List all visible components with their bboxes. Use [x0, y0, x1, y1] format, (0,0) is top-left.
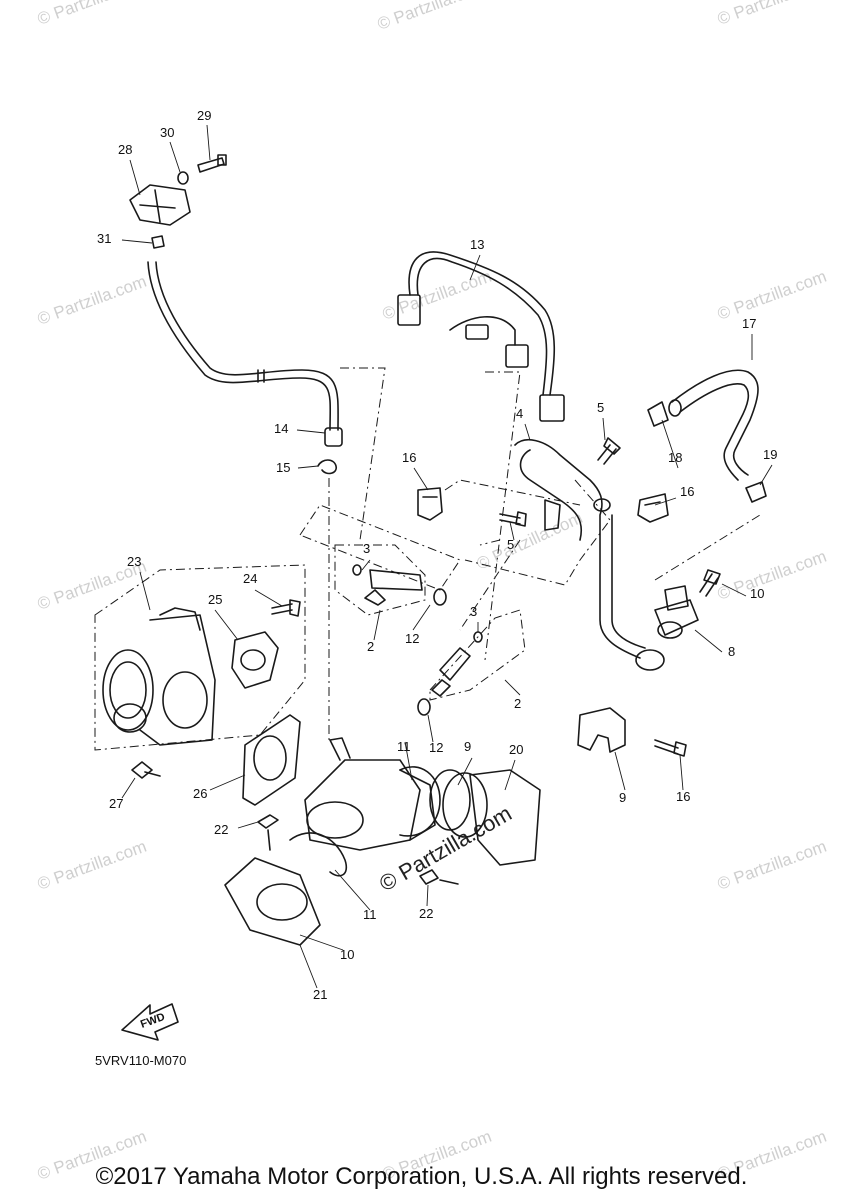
hose-clamp-part [647, 401, 669, 427]
callout-31: 31 [97, 231, 111, 246]
hose-part [668, 369, 759, 481]
hose-part [399, 766, 441, 837]
bracket-part [577, 707, 626, 753]
joint-part [224, 857, 321, 946]
gasket-part [469, 769, 541, 866]
callout-18: 17 [742, 316, 756, 331]
callout-30: 30 [160, 125, 174, 140]
bolt-part [257, 814, 279, 851]
callout-20: 20 [509, 742, 523, 757]
watermark: © Partzilla.com [474, 508, 586, 574]
callout-15: 15 [276, 460, 290, 475]
watermark: © Partzilla.com [35, 837, 149, 894]
watermark: © Partzilla.com [380, 267, 494, 324]
bolt-part [499, 511, 527, 527]
callout-28: 28 [118, 142, 132, 157]
callout-5: 5 [507, 537, 514, 552]
fwd-arrow-icon: FWD [121, 1003, 179, 1041]
sensor-port [240, 649, 266, 671]
callout-12: 12 [405, 631, 419, 646]
callout-leaders [121, 124, 773, 989]
watermark: © Partzilla.com [715, 267, 829, 324]
callout-7: 9 [619, 790, 626, 805]
bolt-part [654, 739, 687, 757]
clamp-part [417, 487, 443, 521]
injector-part [352, 564, 447, 606]
callout-2: 2 [514, 696, 521, 711]
callout-29: 29 [197, 108, 211, 123]
callout-25: 25 [208, 592, 222, 607]
throttle-body-part [102, 607, 216, 746]
callout-5: 5 [597, 400, 604, 415]
callout-2: 2 [367, 639, 374, 654]
callout-22: 22 [419, 906, 433, 921]
wire-harness-part [397, 251, 565, 422]
callout-27: 27 [109, 796, 123, 811]
watermark: © Partzilla.com [715, 837, 829, 894]
bolt-part [131, 761, 161, 779]
callout-22: 22 [214, 822, 228, 837]
callout-17: 16 [676, 789, 690, 804]
callout-3: 3 [470, 604, 477, 619]
hose-clamp-part [745, 481, 767, 503]
throttle-body-main-part [304, 737, 436, 851]
watermark: © Partzilla.com [375, 0, 489, 34]
fuel-pipe-part [514, 439, 665, 671]
clamp-part [637, 493, 669, 523]
callout-19: 19 [763, 447, 777, 462]
callout-16: 16 [402, 450, 416, 465]
callout-19: 18 [668, 450, 682, 465]
bolt-part [597, 437, 621, 465]
callout-8: 10 [750, 586, 764, 601]
clip-part [317, 459, 337, 475]
copyright-notice: ©2017 Yamaha Motor Corporation, U.S.A. A… [95, 1163, 748, 1190]
fwd-label: FWD [139, 1011, 167, 1031]
callout-6: 8 [728, 644, 735, 659]
throttle-sensor-part [231, 631, 279, 689]
sensor-bracket-part [129, 154, 227, 249]
hose-clamp-part [289, 832, 348, 877]
callout-23: 23 [127, 554, 141, 569]
joint-part [429, 769, 488, 838]
callout-10: 10 [340, 947, 354, 962]
watermark: © Partzilla.com [35, 0, 149, 29]
callout-14: 14 [274, 421, 288, 436]
callout-12: 12 [429, 740, 443, 755]
callout-13: 13 [470, 237, 484, 252]
gasket-part [242, 714, 301, 806]
watermark: © Partzilla.com [35, 272, 149, 329]
callout-21: 21 [313, 987, 327, 1002]
pressure-regulator-part [654, 585, 699, 639]
leader-lines [94, 367, 761, 751]
callout-4: 4 [516, 406, 523, 421]
callout-16: 16 [680, 484, 694, 499]
callouts: 29 30 28 31 13 17 4 5 14 16 18 19 15 16 … [97, 108, 777, 1002]
diagram-code: 5VRV110-M070 [95, 1053, 186, 1068]
watermark: © Partzilla.com [715, 547, 829, 604]
callout-26: 26 [193, 786, 207, 801]
vacuum-hose-part [147, 261, 343, 447]
callout-24: 24 [243, 571, 257, 586]
gasket-hole [253, 735, 287, 781]
callout-9: 9 [464, 739, 471, 754]
callout-11: 11 [363, 907, 377, 922]
injector-part [417, 631, 483, 716]
callout-3: 3 [363, 541, 370, 556]
bolt-part [699, 569, 721, 597]
callout-11: 11 [397, 739, 411, 754]
watermark-layer: © Partzilla.com © Partzilla.com © Partzi… [35, 0, 829, 1184]
bolt-part [419, 869, 459, 885]
watermark: © Partzilla.com [715, 0, 829, 29]
